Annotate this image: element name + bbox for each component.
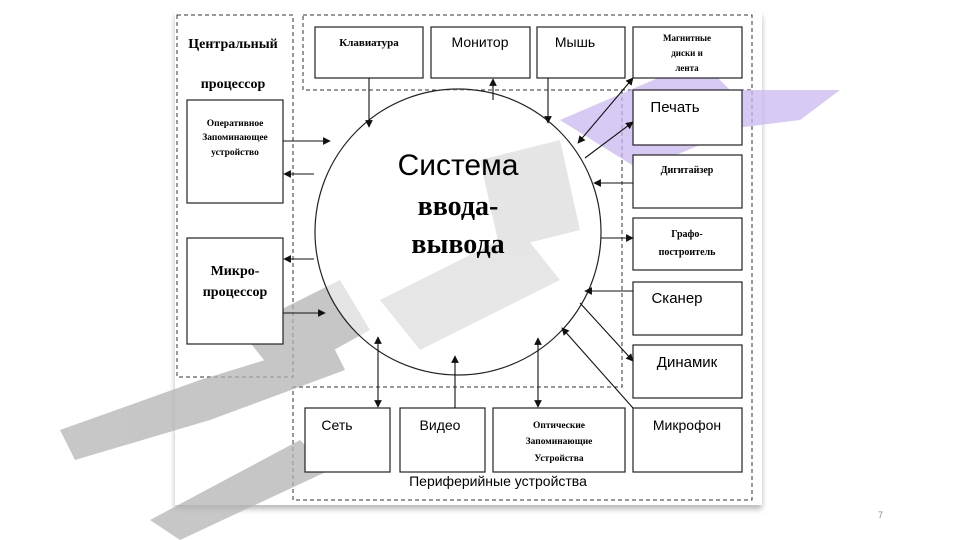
- box-digitizer: Дигитайзер: [632, 154, 743, 209]
- box-scanner: Сканер: [632, 281, 743, 336]
- box-speaker: Динамик: [632, 344, 743, 399]
- digitizer-label: Дигитайзер: [661, 165, 714, 176]
- magnetic-label-3: лента: [675, 63, 699, 73]
- box-microprocessor: Микро- процессор: [186, 237, 284, 345]
- magnetic-label-2: диски и: [671, 48, 703, 58]
- speaker-label: Динамик: [657, 354, 718, 371]
- cpu-group-label-line-2: процессор: [201, 77, 266, 92]
- center-title-line-2: ввода-: [418, 191, 499, 222]
- microphone-label: Микрофон: [653, 417, 721, 433]
- plotter-label-1: Графо-: [671, 229, 703, 240]
- ram-label-1: Оперативное: [207, 119, 264, 129]
- box-magnetic-disks: Магнитные диски и лента: [632, 26, 743, 79]
- slide-page-number: 7: [878, 510, 884, 520]
- keyboard-label: Клавиатура: [339, 37, 399, 49]
- monitor-label: Монитор: [452, 34, 509, 50]
- top-devices-group-border: [302, 14, 753, 91]
- peripheral-group-border: [292, 90, 753, 501]
- box-printer: Печать: [632, 89, 743, 146]
- center-title-line-3: вывода: [411, 229, 504, 260]
- box-mouse: Мышь: [536, 26, 626, 79]
- cpu-group-label-line-1: Центральный: [188, 37, 277, 52]
- plotter-label-2: построитель: [659, 247, 717, 258]
- box-keyboard: Клавиатура: [314, 26, 424, 79]
- ram-label-2: Запоминающее: [202, 133, 268, 143]
- box-plotter: Графо- построитель: [632, 217, 743, 271]
- optical-label-3: Устройства: [534, 453, 583, 464]
- optical-label-1: Оптические: [533, 421, 585, 431]
- box-network: Сеть: [304, 407, 391, 473]
- mp-label-1: Микро-: [211, 264, 260, 279]
- optical-label-2: Запоминающие: [526, 437, 593, 447]
- magnetic-label-1: Магнитные: [663, 33, 711, 43]
- scanner-label: Сканер: [651, 290, 702, 307]
- box-optical-storage: Оптические Запоминающие Устройства: [492, 407, 626, 473]
- connection-arrows: [283, 77, 634, 409]
- printer-label: Печать: [650, 99, 699, 116]
- box-monitor: Монитор: [430, 26, 531, 79]
- center-title-line-1: Система: [398, 149, 519, 182]
- mouse-label: Мышь: [555, 34, 595, 50]
- video-label: Видео: [420, 417, 461, 433]
- mp-label-2: процессор: [203, 285, 268, 300]
- box-video: Видео: [399, 407, 486, 473]
- network-label: Сеть: [321, 417, 352, 433]
- peripheral-group-label: Периферийные устройства: [409, 473, 587, 489]
- io-system-circle: [314, 88, 602, 376]
- box-ram: Оперативное Запоминающее устройство: [186, 99, 284, 204]
- ram-label-3: устройство: [211, 147, 259, 158]
- box-microphone: Микрофон: [632, 407, 743, 473]
